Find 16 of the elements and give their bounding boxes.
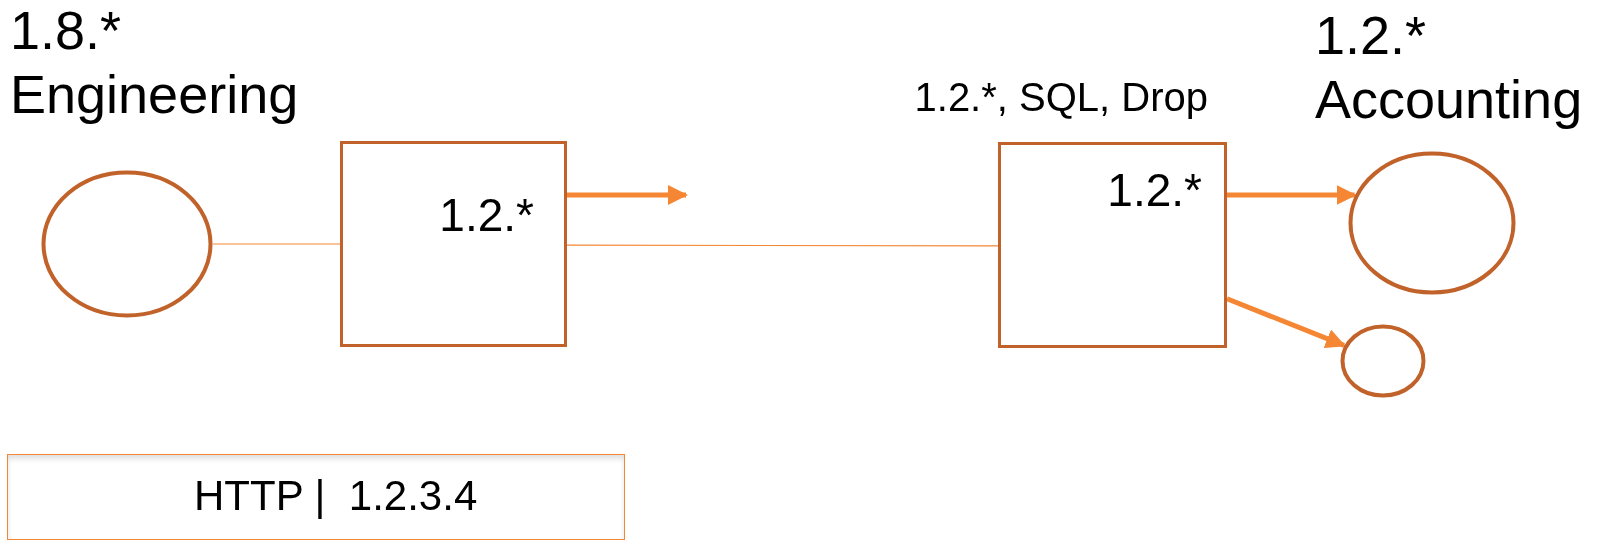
node-label: 1.2.* xyxy=(1107,163,1202,218)
connector-line xyxy=(212,243,341,245)
node-heading: Accounting xyxy=(1315,68,1583,131)
arrow xyxy=(1226,296,1346,349)
node-label: 1.2.* xyxy=(439,188,534,243)
node-label: HTTP | 1.2.3.4 xyxy=(194,471,478,521)
arrow xyxy=(1227,185,1357,205)
process-box xyxy=(340,141,567,347)
arrow xyxy=(567,185,688,205)
node-caption: 1.2.*, SQL, Drop xyxy=(914,74,1208,121)
connector-line xyxy=(566,244,999,247)
label-box xyxy=(7,454,625,540)
node-heading: 1.8.* xyxy=(10,0,122,62)
ellipse-node xyxy=(1340,324,1426,398)
node-heading: 1.2.* xyxy=(1315,4,1427,67)
node-heading: Engineering xyxy=(10,63,299,126)
